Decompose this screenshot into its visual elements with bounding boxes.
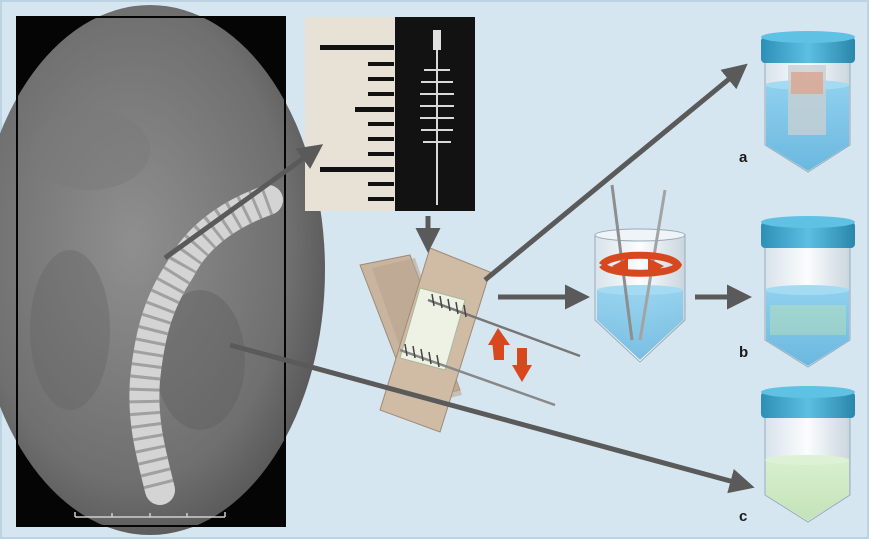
panel-label-c: c (739, 508, 747, 525)
brush-photo (305, 17, 475, 211)
vial-b (761, 216, 855, 367)
panel-label-a: a (739, 149, 748, 166)
vial-a (761, 31, 855, 172)
xray-image (0, 5, 325, 535)
panel-label-b: b (739, 344, 748, 361)
